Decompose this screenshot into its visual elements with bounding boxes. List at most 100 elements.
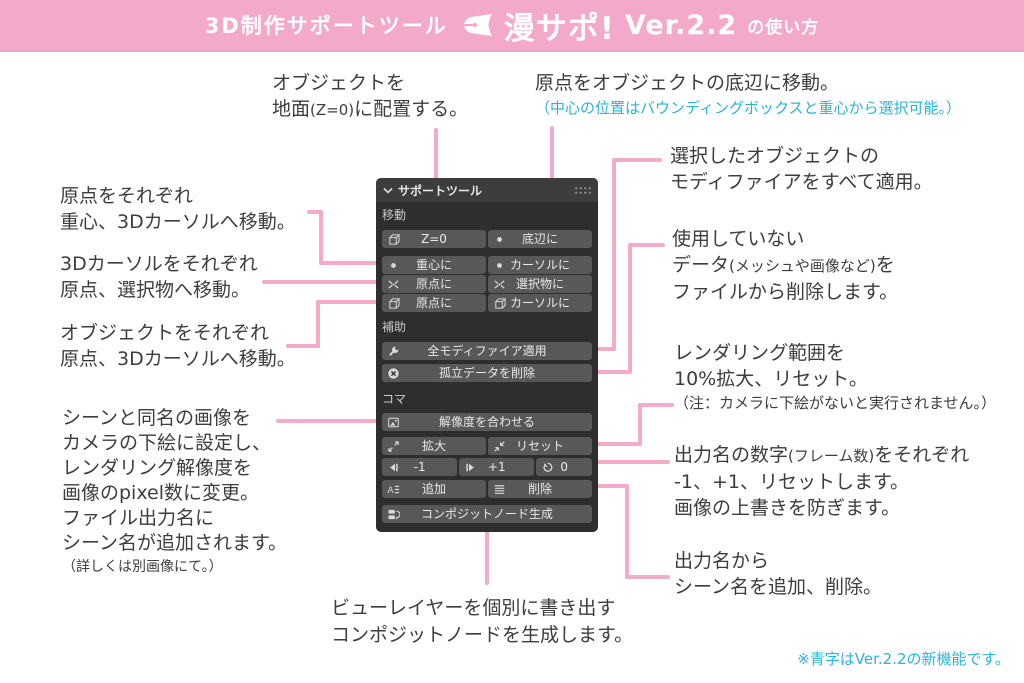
button-row: -1 +1 0 xyxy=(382,458,593,476)
frame-next-icon xyxy=(463,460,477,474)
purge-orphan-data-button[interactable]: 孤立データを削除 xyxy=(382,364,592,382)
button-label: 追加 xyxy=(421,482,446,496)
svg-text:A: A xyxy=(387,485,393,495)
wrench-icon xyxy=(386,344,400,358)
annotation-origin-move: 原点をそれぞれ 重心、3Dカーソルへ移動。 xyxy=(60,185,296,233)
button-row: A 追加 削除 xyxy=(382,480,592,498)
annotation-composite-nodes: ビューレイヤーを個別に書き出す コンポジットノードを生成します。 xyxy=(331,597,634,646)
cursor-to-selected-button[interactable]: 選択物に xyxy=(488,275,592,293)
section-label-koma: コマ xyxy=(382,392,407,406)
cursor-3d-icon xyxy=(492,277,506,291)
reset-render-region-button[interactable]: リセット xyxy=(488,437,592,455)
origin-to-bottom-button[interactable]: 底辺に xyxy=(488,230,592,248)
button-row: Z=0 底辺に xyxy=(382,230,592,248)
expand-render-region-button[interactable]: 拡大 xyxy=(382,437,486,455)
button-label: 重心に xyxy=(415,258,452,272)
button-row: 重心に カーソルに xyxy=(382,256,592,274)
annotation-purge-data: 使用していない データ(メッシュや画像など)を ファイルから削除します。 xyxy=(672,228,899,303)
button-label: Z=0 xyxy=(421,232,447,246)
banner-logo: 漫サポ! xyxy=(503,10,615,47)
button-label: 原点に xyxy=(415,277,452,291)
apply-all-modifiers-button[interactable]: 全モディファイア適用 xyxy=(382,342,592,360)
frame-minus-one-button[interactable]: -1 xyxy=(382,458,458,476)
banner-version: Ver.2.2 xyxy=(624,9,738,41)
annotation-scene-image: シーンと同名の画像を カメラの下絵に設定し、 レンダリング解像度を 画像のpix… xyxy=(62,407,288,575)
object-to-cursor-button[interactable]: カーソルに xyxy=(488,294,592,312)
cursor-to-origin-button[interactable]: 原点に xyxy=(382,275,486,293)
generate-composite-nodes-button[interactable]: コンポジットノード生成 xyxy=(382,505,592,523)
button-label: 原点に xyxy=(415,296,452,310)
cube-icon xyxy=(386,296,400,310)
support-tools-panel: サポートツール 移動 Z=0 底辺に xyxy=(376,178,598,532)
connector-line xyxy=(596,370,632,374)
annotation-place-on-ground: オブジェクトを 地面(Z=0)に配置する。 xyxy=(272,72,469,120)
button-row: 全モディファイア適用 xyxy=(382,342,592,360)
connector-line xyxy=(628,243,632,374)
panel-body: 移動 Z=0 底辺に xyxy=(376,202,598,532)
connector-line xyxy=(485,528,489,585)
footnote-new-features: ※青字はVer.2.2の新機能です。 xyxy=(797,650,1010,668)
match-resolution-button[interactable]: 解像度を合わせる xyxy=(382,413,592,431)
button-label: 解像度を合わせる xyxy=(438,415,535,429)
connector-line xyxy=(596,442,642,446)
origin-to-center-of-mass-button[interactable]: 重心に xyxy=(382,256,486,274)
origin-dot-icon xyxy=(386,258,400,272)
button-label: 拡大 xyxy=(421,439,446,453)
button-label: コンポジットノード生成 xyxy=(420,507,553,521)
connector-line xyxy=(625,575,670,579)
panel-header[interactable]: サポートツール xyxy=(376,178,598,202)
frame-reset-button[interactable]: 0 xyxy=(536,458,593,476)
button-row: コンポジットノード生成 xyxy=(382,505,592,523)
section-label-move: 移動 xyxy=(382,208,407,222)
connector-line xyxy=(638,403,674,407)
frame-prev-icon xyxy=(386,460,400,474)
button-label: カーソルに xyxy=(509,258,570,272)
button-row: 原点に カーソルに xyxy=(382,294,592,312)
title-banner: 3D制作サポートツール 漫サポ! Ver.2.2 の使い方 xyxy=(0,0,1024,52)
button-label: 0 xyxy=(560,460,569,474)
button-row: 原点に 選択物に xyxy=(382,275,592,293)
connector-line xyxy=(319,210,323,265)
connector-line xyxy=(596,460,670,464)
section-label-aux: 補助 xyxy=(382,320,407,334)
drag-grip-icon[interactable] xyxy=(574,186,591,194)
button-row: 拡大 リセット xyxy=(382,437,592,455)
banner-prefix: 3D制作サポートツール xyxy=(204,14,448,38)
cursor-3d-icon xyxy=(386,277,400,291)
add-scene-name-button[interactable]: A 追加 xyxy=(382,480,486,498)
pen-nib-icon xyxy=(458,12,494,38)
origin-dot-icon xyxy=(492,232,506,246)
panel-title: サポートツール xyxy=(398,183,483,198)
button-label: 選択物に xyxy=(515,277,564,291)
origin-to-cursor-button[interactable]: カーソルに xyxy=(488,256,592,274)
annotation-origin-to-bottom: 原点をオブジェクトの底辺に移動。 （中心の位置はバウンディングボックスと重心から… xyxy=(535,72,962,117)
object-to-origin-button[interactable]: 原点に xyxy=(382,294,486,312)
connector-line xyxy=(625,484,629,579)
annotation-apply-modifiers: 選択したオブジェクトの モディファイアをすべて適用。 xyxy=(670,145,933,193)
expand-arrows-icon xyxy=(386,439,400,453)
sort-alpha-icon: A xyxy=(386,482,400,496)
x-circle-icon xyxy=(386,366,400,380)
annotation-cursor-move: 3Dカーソルをそれぞれ 原点、選択物へ移動。 xyxy=(60,253,258,301)
connector-line xyxy=(596,347,616,351)
button-label: カーソルに xyxy=(509,296,570,310)
button-label: 削除 xyxy=(527,482,552,496)
annotation-render-region: レンダリング範囲を 10%拡大、リセット。 （注：カメラに下絵がないと実行されま… xyxy=(674,342,997,412)
connector-line xyxy=(596,484,629,488)
chevron-down-icon xyxy=(383,187,393,194)
z0-button[interactable]: Z=0 xyxy=(382,230,486,248)
connector-line xyxy=(262,280,379,284)
connector-line xyxy=(638,403,642,446)
connector-line xyxy=(319,261,379,265)
cube-icon xyxy=(492,296,506,310)
remove-scene-name-button[interactable]: 削除 xyxy=(488,480,592,498)
button-label: 孤立データを削除 xyxy=(438,366,535,380)
button-label: 底辺に xyxy=(521,232,558,246)
connector-line xyxy=(316,300,379,304)
collapse-arrows-icon xyxy=(492,439,506,453)
lines-icon xyxy=(492,482,506,496)
undo-icon xyxy=(540,460,554,474)
connector-line xyxy=(612,158,662,162)
frame-plus-one-button[interactable]: +1 xyxy=(459,458,535,476)
